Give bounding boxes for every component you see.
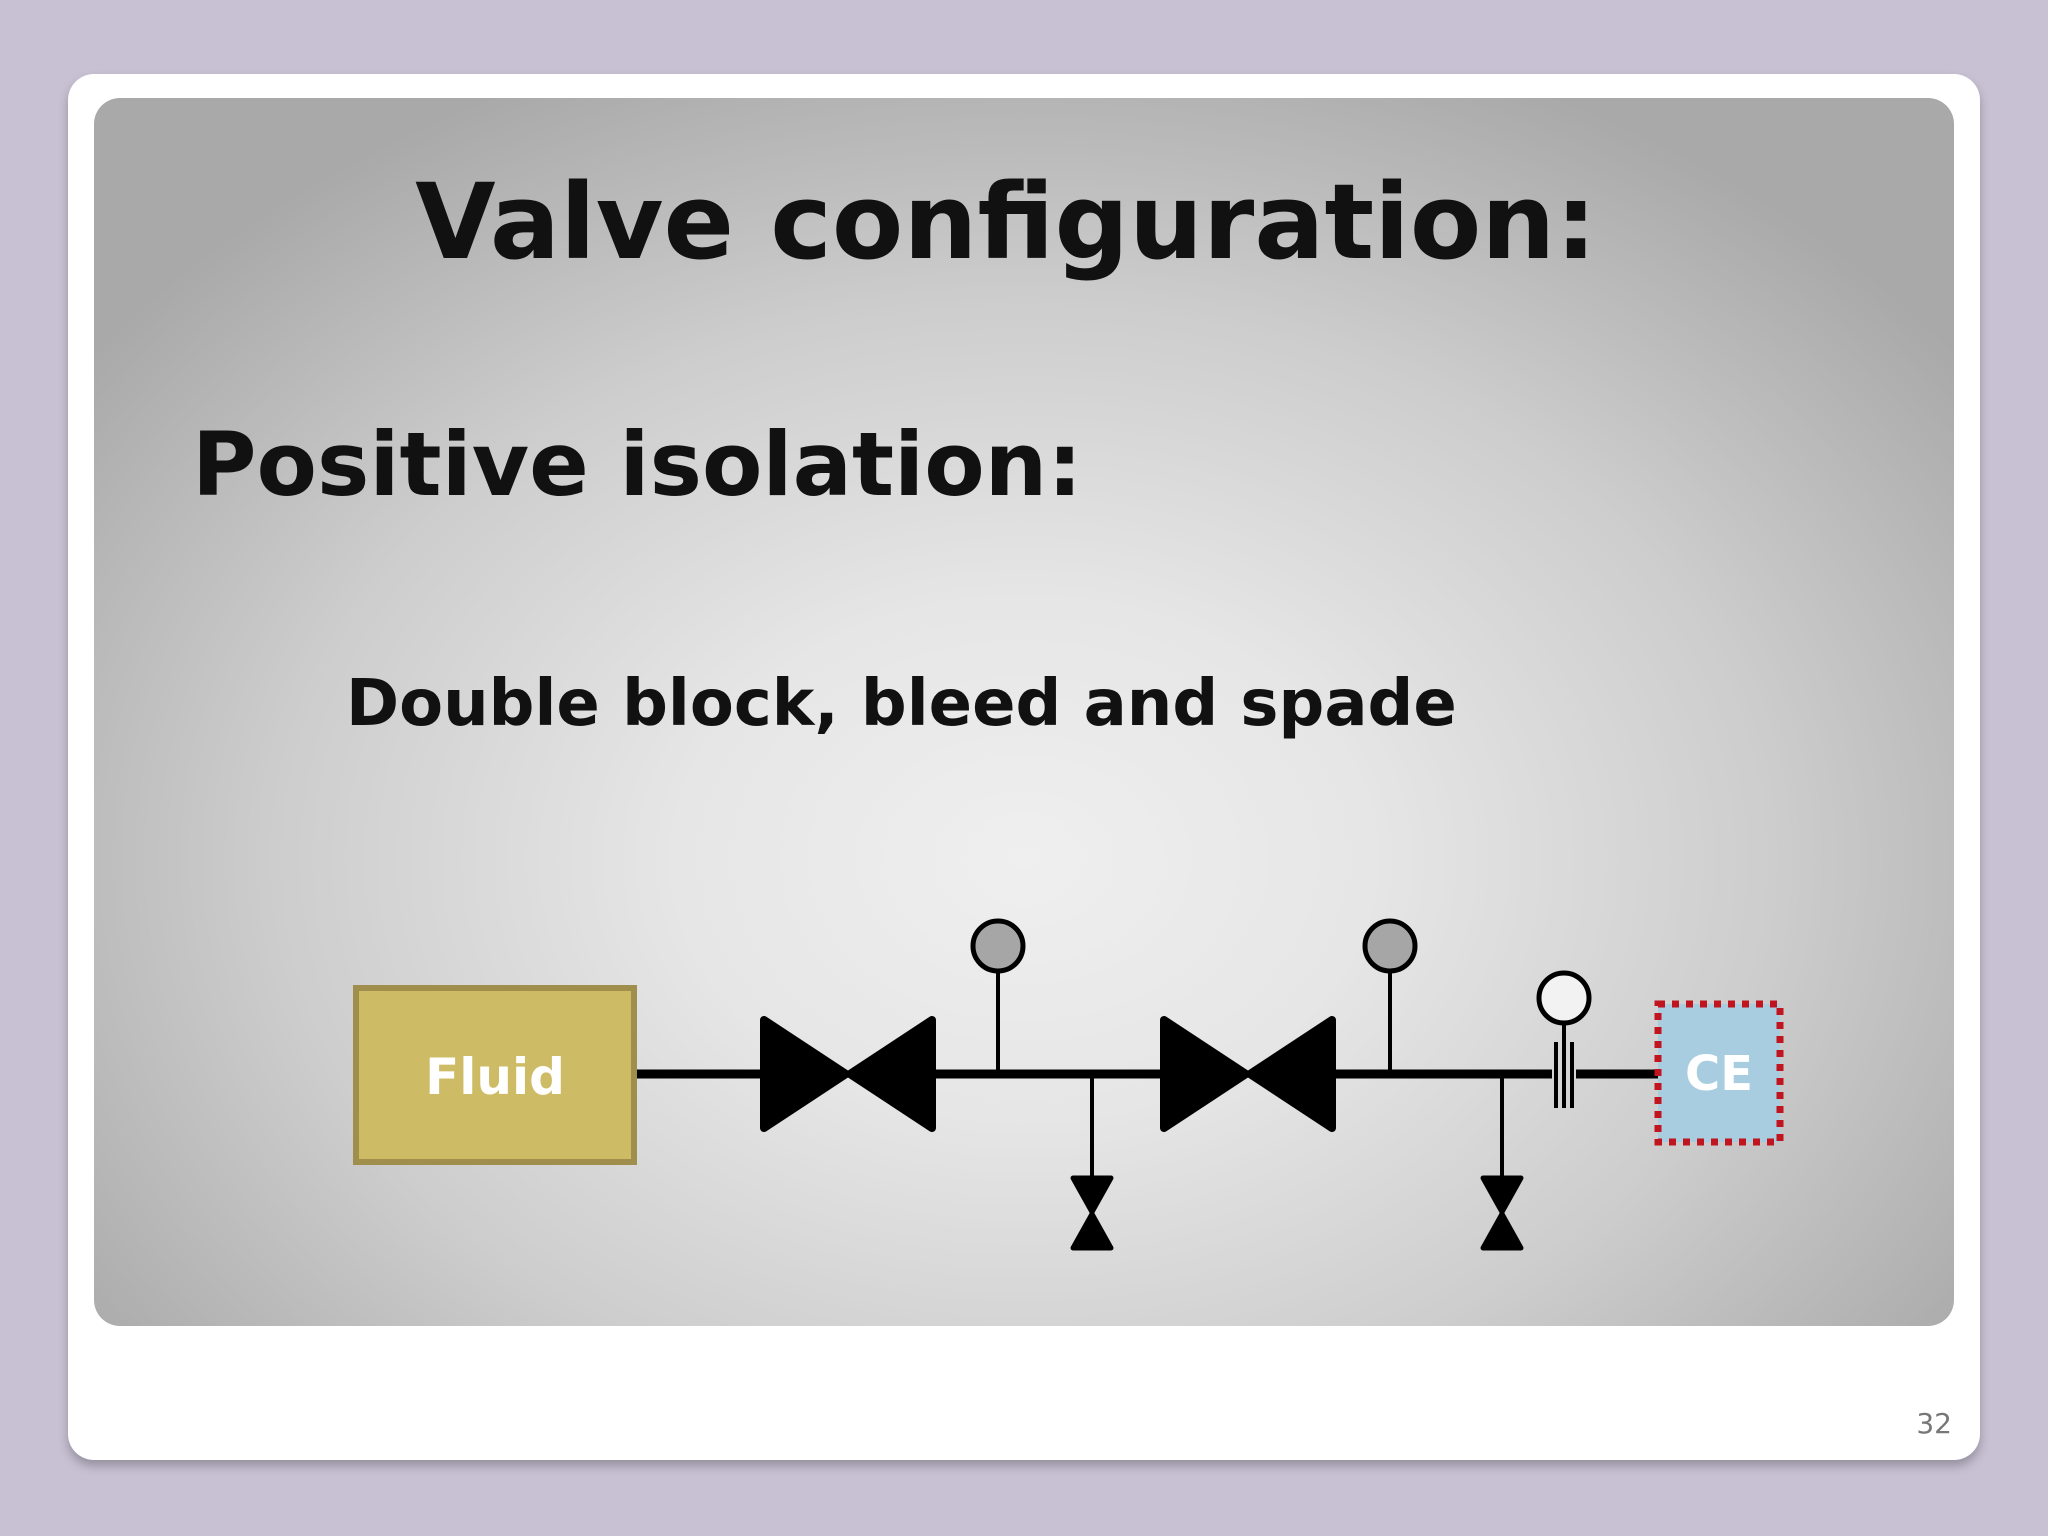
positive-isolation-heading: Positive isolation: [192,413,1083,516]
page-number: 32 [1916,1407,1952,1440]
pressure-gauge-2-icon [1362,918,1418,1074]
block-valve-1-icon [760,1016,936,1132]
bleed-valve-1-icon [1070,1074,1114,1251]
confined-entry-box: CE [1654,1000,1784,1146]
bleed-valve-2-icon [1480,1074,1524,1251]
spade-blind-icon [1536,970,1592,1108]
slide: Valve configuration: Positive isolation:… [68,74,1980,1460]
double-block-bleed-spade-subheading: Double block, bleed and spade [346,667,1457,741]
block-valve-2-icon [1160,1016,1336,1132]
fluid-source-box: Fluid [353,985,637,1165]
ce-label: CE [1685,1046,1753,1102]
valve-configuration-diagram: Fluid [353,918,1784,1251]
slide-content-panel: Valve configuration: Positive isolation:… [94,98,1954,1326]
pressure-gauge-1-icon [970,918,1026,1074]
fluid-label: Fluid [425,1048,565,1106]
slide-title: Valve configuration: [415,161,1597,283]
